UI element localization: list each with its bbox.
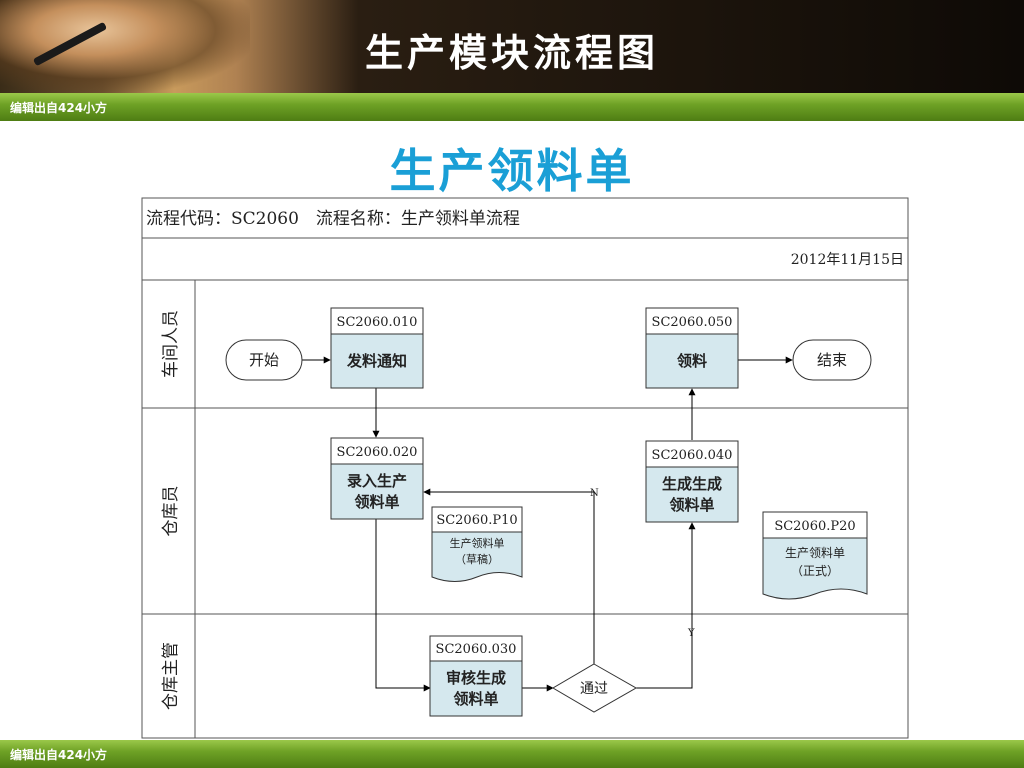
process-node-040: SC2060.040 生成生成 领料单	[645, 440, 739, 523]
lane-label-workshop: 车间人员	[161, 310, 181, 378]
node-030-code: SC2060.030	[436, 642, 517, 657]
node-020-line2: 领料单	[353, 493, 399, 511]
doc-p20-line2: （正式）	[791, 564, 839, 578]
edge-020-to-030	[375, 519, 431, 692]
flow-table-border	[141, 197, 909, 739]
node-010-label: 发料通知	[346, 352, 407, 370]
node-040-line1: 生成生成	[662, 475, 722, 493]
node-050-label: 领料	[676, 352, 707, 370]
lane-label-warehouse-supervisor: 仓库主管	[161, 642, 181, 710]
end-node	[792, 339, 872, 381]
decision-node: 通过	[552, 663, 638, 713]
decision-label: 通过	[580, 681, 608, 697]
no-label: N	[590, 488, 599, 499]
end-label: 结束	[817, 351, 847, 369]
node-050-code: SC2060.050	[652, 315, 733, 330]
slide-subtitle: 生产领料单	[389, 144, 635, 198]
node-020-line1: 录入生产	[347, 472, 407, 490]
edge-decision-yes	[636, 522, 696, 689]
start-node	[225, 339, 303, 381]
document-node-p20: SC2060.P20 生产领料单 （正式）	[762, 511, 868, 600]
process-header-text: 流程代码：SC2060 流程名称：生产领料单流程	[146, 209, 520, 229]
doc-p20-line1: 生产领料单	[785, 546, 845, 560]
doc-p10-line1: 生产领料单	[450, 536, 505, 550]
bottom-footer-note: 编辑出自424小方	[10, 748, 108, 762]
doc-p10-line2: （草稿）	[455, 552, 499, 566]
start-label: 开始	[249, 351, 279, 369]
top-green-bar: 编辑出自424小方	[0, 93, 1024, 121]
document-node-p10: SC2060.P10 生产领料单 （草稿）	[431, 506, 523, 582]
edge-decision-no	[423, 488, 595, 664]
bottom-green-bar: 编辑出自424小方	[0, 740, 1024, 768]
doc-p20-code: SC2060.P20	[774, 519, 855, 534]
node-040-line2: 领料单	[668, 496, 714, 514]
header-banner	[0, 0, 1024, 93]
process-node-050: SC2060.050 领料	[645, 307, 739, 389]
date-text: 2012年11月15日	[791, 252, 904, 268]
process-node-030: SC2060.030 审核生成 领料单	[429, 635, 523, 717]
process-node-010: SC2060.010 发料通知	[330, 307, 424, 389]
node-040-code: SC2060.040	[652, 448, 733, 463]
page-title: 生产模块流程图	[364, 31, 659, 75]
hand-writing-image	[0, 0, 250, 93]
lane-label-warehouse-clerk: 仓库员	[161, 486, 181, 537]
node-030-line2: 领料单	[452, 690, 498, 708]
yes-label: Y	[687, 628, 695, 639]
node-020-code: SC2060.020	[337, 445, 418, 460]
top-footer-note: 编辑出自424小方	[10, 101, 108, 115]
node-030-line1: 审核生成	[446, 669, 506, 687]
process-node-020: SC2060.020 录入生产 领料单	[330, 437, 424, 520]
node-010-code: SC2060.010	[337, 315, 418, 330]
doc-p10-code: SC2060.P10	[436, 513, 517, 528]
